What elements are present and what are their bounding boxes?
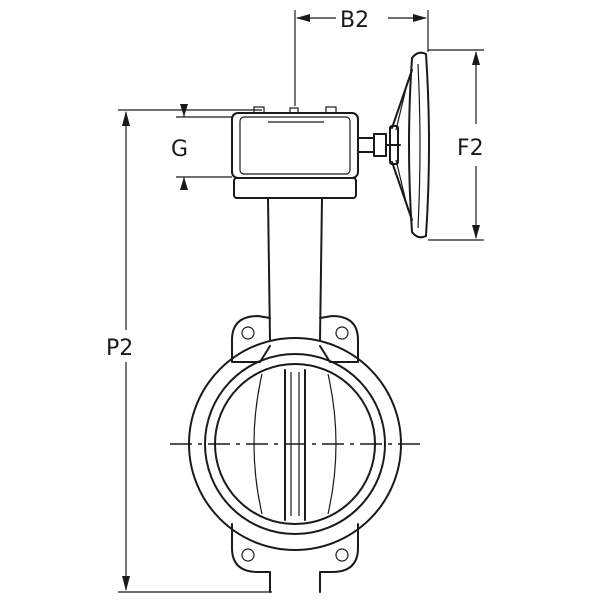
handwheel — [389, 51, 430, 239]
dimension-g: G — [171, 104, 232, 190]
label-f2: F2 — [457, 136, 484, 161]
label-p2: P2 — [106, 336, 133, 361]
valve-disc — [253, 369, 337, 521]
label-b2: B2 — [340, 8, 369, 33]
dimension-p2: P2 — [106, 109, 272, 593]
label-g: G — [171, 137, 188, 162]
dimension-f2: F2 — [428, 49, 484, 241]
dimension-b2: B2 — [294, 8, 429, 106]
top-lugs — [231, 315, 359, 363]
gearbox — [231, 106, 359, 199]
bottom-lugs — [231, 523, 359, 593]
valve-neck — [267, 197, 323, 341]
input-shaft — [357, 133, 401, 157]
